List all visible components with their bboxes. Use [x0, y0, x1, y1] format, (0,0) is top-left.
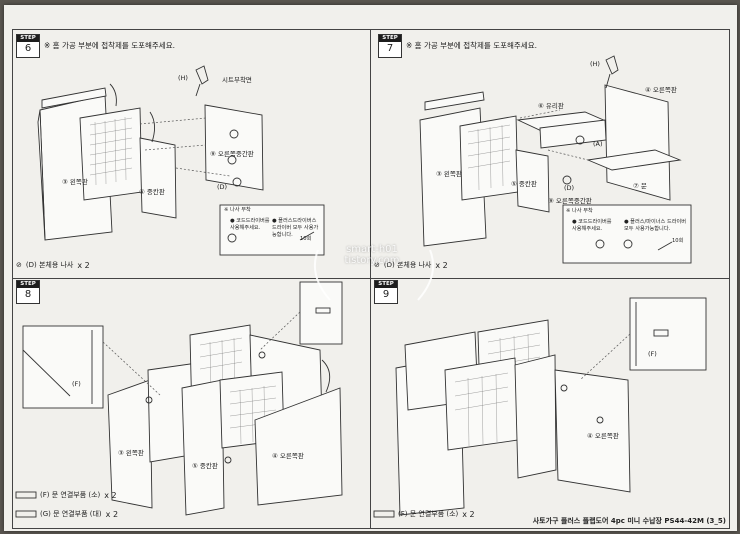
- step9-drawing: [373, 297, 707, 518]
- step9-badge-label: STEP: [375, 281, 397, 288]
- step8-parts-g: (G) 문 연결부품 (대) x 2: [40, 509, 118, 519]
- step6-parts: ⊘ (D) 본체용 나사 x 2: [16, 260, 90, 270]
- step6-badge: STEP 6: [16, 34, 40, 58]
- step6-parts-qty: x 2: [77, 260, 90, 270]
- step6-drawing: [37, 65, 325, 256]
- step7-note-a: ● 코드드라이버를 사용해주세요.: [572, 219, 612, 232]
- screw-icon: ⊘: [374, 261, 380, 269]
- step6-glue-label: (H): [178, 74, 188, 82]
- step7-note-b: ● 플러스/마이너스 드라이버 모두 사용가능합니다.: [624, 219, 687, 232]
- step7-parts-qty: x 2: [435, 260, 448, 270]
- step8-drawing: [15, 281, 343, 518]
- watermark-laurel: [314, 249, 434, 301]
- document-footer: 사토가구 플러스 플랩도어 4pc 미니 수납장 PS44-42M (3_5): [532, 517, 726, 525]
- step8-left-label: ③ 왼쪽판: [118, 449, 144, 457]
- step7-parts-label: (D) 본체용 나사: [383, 261, 432, 269]
- step8-f-label: (F): [72, 380, 81, 388]
- step7-instruction: ※ 홈 가공 부분에 접착제를 도포해주세요.: [406, 41, 537, 50]
- step6-left-label: ③ 왼쪽판: [62, 178, 88, 186]
- step8-badge-label: STEP: [17, 281, 39, 288]
- step8-right-label: ④ 오른쪽판: [272, 452, 304, 460]
- step8-badge: STEP 8: [16, 280, 40, 304]
- step6-mid-label: ⑤ 중칸판: [139, 188, 165, 196]
- step7-note-title: ※ 나사 부착: [566, 208, 593, 214]
- step6-instruction: ※ 홈 가공 부분에 접착제를 도포해주세요.: [44, 41, 175, 50]
- panel-frame: [12, 29, 730, 529]
- step9-f-label: (F): [648, 350, 657, 358]
- step7-d-label: (D): [564, 184, 575, 192]
- step9-number: 9: [382, 289, 390, 300]
- step7-number: 7: [386, 43, 394, 54]
- step9-parts-qty: x 2: [462, 509, 475, 519]
- screw-icon: ⊘: [16, 261, 22, 269]
- step6-note-b: ● 플러스드라이버스 드라이버 모두 사용가능합니다.: [272, 218, 319, 238]
- step7-badge: STEP 7: [378, 34, 402, 58]
- step6-right-mid-label: ⑨ 오른쪽중간판: [210, 150, 254, 158]
- step9-parts: (F) 문 연결부품 (소) x 2: [398, 509, 475, 519]
- step8-parts-g-label: (G) 문 연결부품 (대): [40, 510, 102, 518]
- step7-drawing: [419, 55, 692, 264]
- step6-badge-label: STEP: [17, 35, 39, 42]
- step7-door-label: ⑦ 문: [633, 182, 647, 190]
- step8-parts-f: (F) 문 연결부품 (소) x 2: [40, 490, 117, 500]
- step6-d-label: (D): [217, 183, 228, 191]
- vertical-divider: [370, 29, 371, 529]
- watermark-line2: tistory.com: [344, 255, 400, 266]
- step7-note-c: 10회: [672, 238, 684, 244]
- watermark: smart-h01 tistory.com: [322, 244, 422, 266]
- watermark-line1: smart-h01: [346, 244, 398, 255]
- horizontal-divider: [12, 278, 730, 279]
- step7-glue-label: (H): [590, 60, 600, 68]
- step9-badge: STEP 9: [374, 280, 398, 304]
- step7-shelf-label: ⑥ 유리판: [538, 102, 564, 110]
- step7-left-label: ③ 왼쪽판: [436, 170, 462, 178]
- step6-number: 6: [24, 43, 32, 54]
- step6-note-title: ※ 나사 부착: [224, 207, 251, 213]
- step7-badge-label: STEP: [379, 35, 401, 42]
- step7-mid-label: ⑤ 중칸판: [511, 180, 537, 188]
- step7-right-label: ④ 오른쪽판: [645, 86, 677, 94]
- step6-rear-label: 시트부착면: [222, 76, 252, 84]
- step6-parts-label: (D) 본체용 나사: [25, 261, 74, 269]
- step8-mid-label: ⑤ 중칸판: [192, 462, 218, 470]
- step7-right-mid-label: ⑨ 오른쪽중간판: [548, 197, 592, 205]
- step8-number: 8: [24, 289, 32, 300]
- step8-parts-f-qty: x 2: [104, 490, 117, 500]
- step8-parts-f-label: (F) 문 연결부품 (소): [40, 491, 101, 499]
- step7-a-label: (A): [593, 140, 603, 148]
- step6-note-c: 10회: [300, 236, 312, 242]
- step7-parts: ⊘ (D) 본체용 나사 x 2: [374, 260, 448, 270]
- step9-parts-label: (F) 문 연결부품 (소): [398, 510, 459, 518]
- step6-note-a: ● 코드드라이버를 사용해주세요.: [230, 218, 270, 231]
- step8-parts-g-qty: x 2: [105, 509, 119, 519]
- step9-right-label: ④ 오른쪽판: [587, 432, 619, 440]
